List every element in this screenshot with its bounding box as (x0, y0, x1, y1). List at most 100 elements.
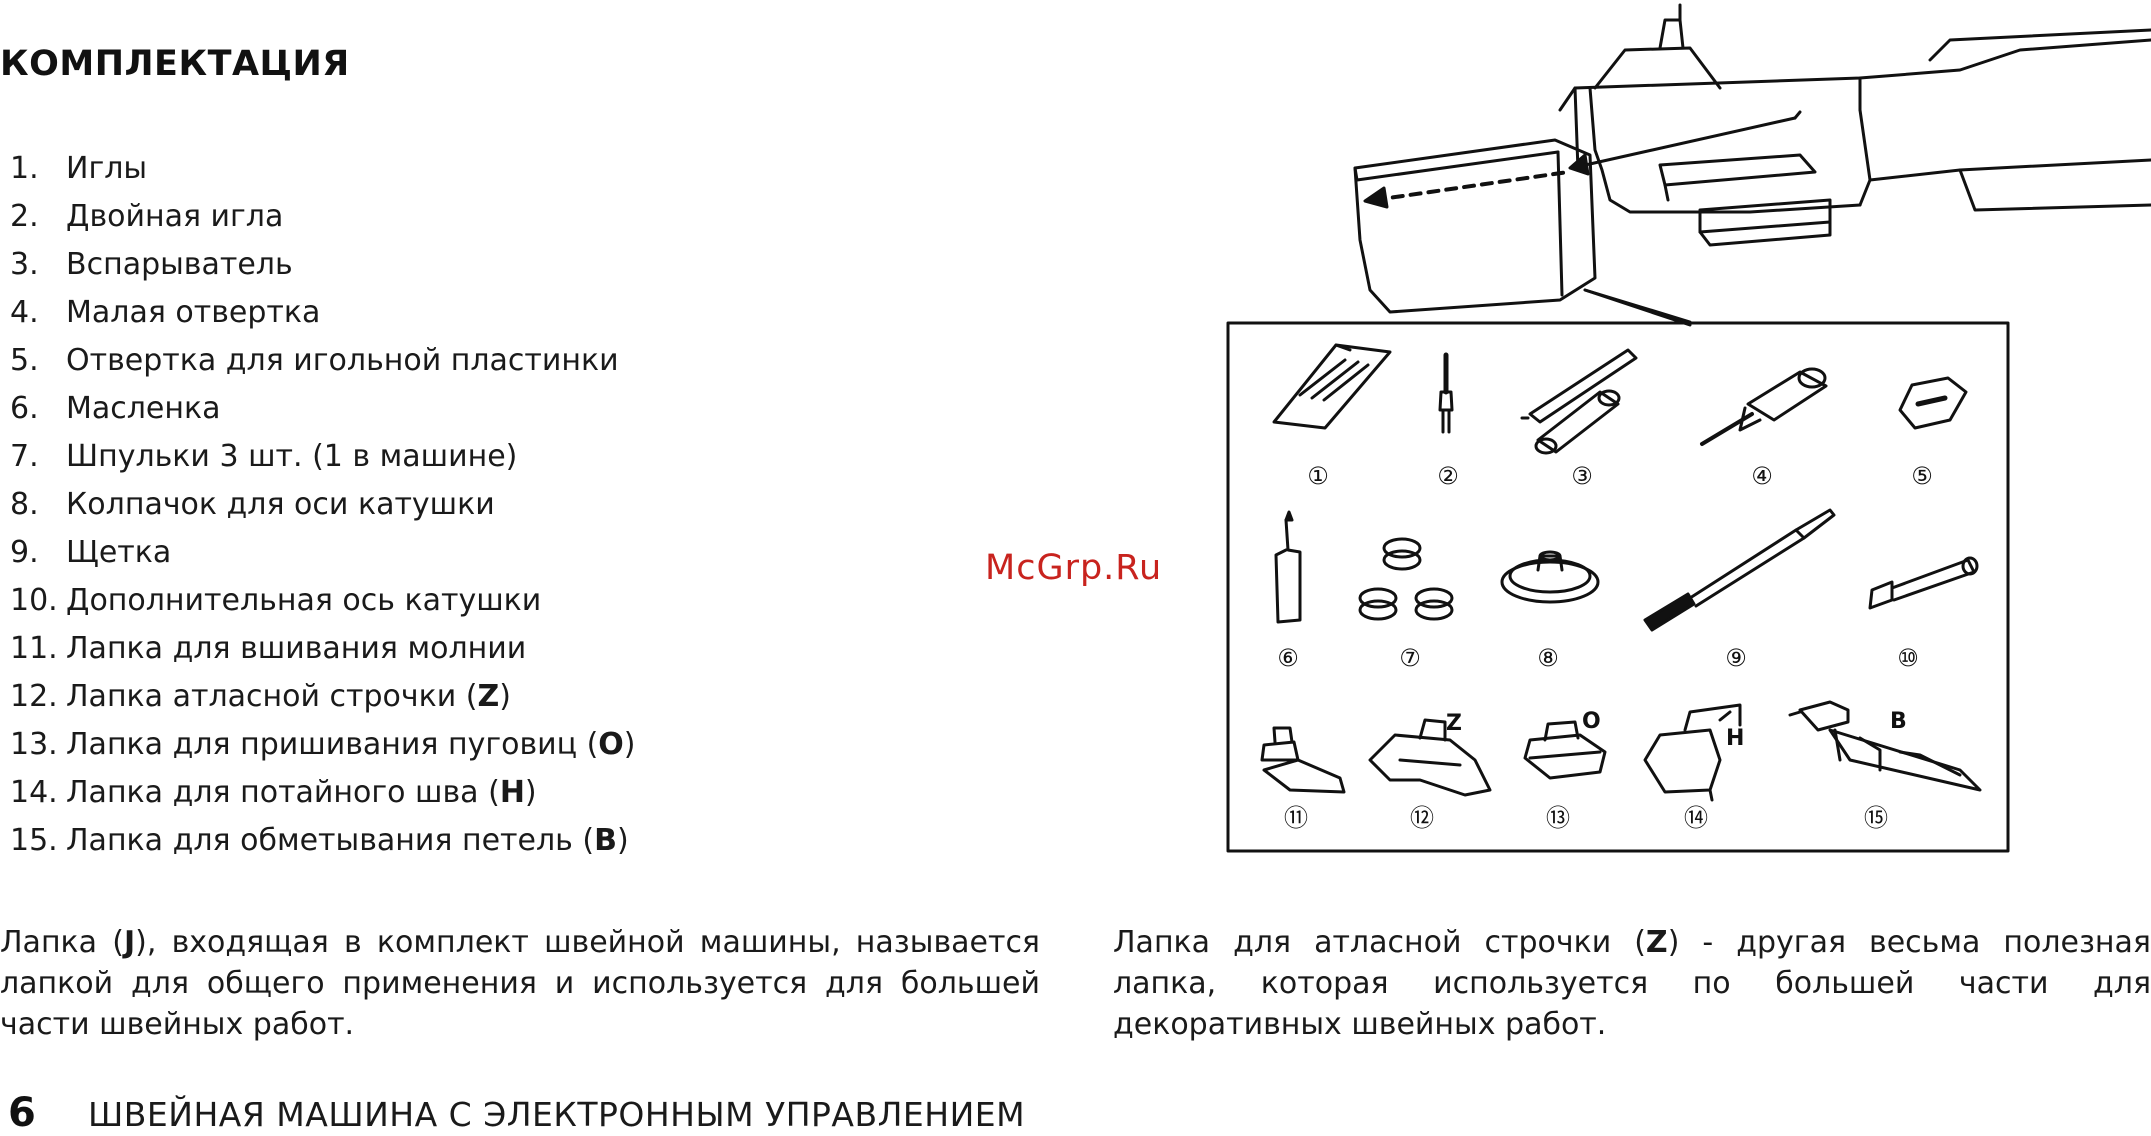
list-item-number: 2. (10, 199, 39, 234)
list-item-number: 14. (10, 775, 58, 810)
slide-arrow (1363, 110, 1802, 209)
callout-5: ⑤ (1911, 462, 1933, 490)
foot-letter-b: B (1890, 709, 1907, 734)
paragraph-satin-foot-z: Лапка для атласной строчки (Z) - другая … (1113, 922, 2151, 1045)
list-item-text: Шпульки 3 шт. (1 в машине) (66, 439, 518, 474)
spool-pin-drawing (1868, 556, 1979, 610)
contents-list: 1. Иглы 2. Двойная игла 3. Вспарыватель 4. Мала… (10, 145, 636, 865)
accessories-illustration: Z O H B ① ② ③ ④ ⑤ ⑥ ⑦ ⑧ ⑨ ⑩ ⑪ ⑫ ⑬ ⑭ ⑮ (1226, 3, 2151, 853)
callout-6: ⑥ (1277, 644, 1299, 672)
list-item-text: Отвертка для игольной пластинки (66, 343, 619, 378)
list-item-text: Лапка атласной строчки ( (66, 679, 478, 714)
foot-letter-o: O (1582, 709, 1601, 734)
sewing-machine-drawing (1353, 3, 2151, 314)
list-item-text: Колпачок для оси катушки (66, 487, 495, 522)
list-item-number: 3. (10, 247, 39, 282)
callout-14: ⑭ (1684, 804, 1708, 832)
list-item: 2. Двойная игла (10, 193, 636, 241)
list-item-text: Вспарыватель (66, 247, 293, 282)
list-item-number: 6. (10, 391, 39, 426)
list-item-text: Малая отвертка (66, 295, 321, 330)
page-title: КОМПЛЕКТАЦИЯ (0, 44, 350, 84)
footer-title: ШВЕЙНАЯ МАШИНА С ЭЛЕКТРОННЫМ УПРАВЛЕНИЕМ (88, 1095, 1026, 1134)
list-item: 14.Лапка для потайного шва (H) (10, 769, 636, 817)
zipper-foot-drawing (1260, 726, 1346, 794)
paragraph-left-pre: Лапка ( (0, 925, 124, 960)
callout-8: ⑧ (1537, 644, 1559, 672)
list-item: 9. Щетка (10, 529, 636, 577)
needles-drawing (1272, 343, 1392, 430)
blind-hem-foot-drawing (1643, 703, 1742, 802)
paragraph-left-letter: J (123, 925, 136, 960)
list-item-text: Щетка (66, 535, 172, 570)
list-item: 7. Шпульки 3 шт. (1 в машине) (10, 433, 636, 481)
list-item-text: Двойная игла (66, 199, 284, 234)
list-item-foot-letter: Z (477, 679, 500, 714)
callout-2: ② (1437, 462, 1459, 490)
seam-ripper-drawing (1520, 348, 1638, 455)
foot-letter-z: Z (1446, 711, 1462, 736)
oiler-drawing (1274, 510, 1302, 624)
callout-11: ⑪ (1284, 804, 1308, 832)
paragraph-right-pre: Лапка для атласной строчки ( (1113, 925, 1646, 960)
list-item-number: 8. (10, 487, 39, 522)
foot-letter-h: H (1726, 726, 1744, 751)
buttonhole-foot-drawing (1788, 700, 1982, 792)
small-screwdriver-drawing (1700, 367, 1828, 446)
list-item: 12.Лапка атласной строчки (Z) (10, 673, 636, 721)
list-item-number: 15. (10, 823, 58, 858)
button-foot-drawing (1523, 720, 1607, 780)
list-item-text: Лапка для вшивания молнии (66, 631, 527, 666)
list-item: 4. Малая отвертка (10, 289, 636, 337)
page-number: 6 (8, 1090, 36, 1136)
list-item-number: 11. (10, 631, 58, 666)
double-needle-drawing (1438, 352, 1454, 434)
list-item-number: 7. (10, 439, 39, 474)
callout-10: ⑩ (1897, 644, 1919, 672)
paragraph-right-letter: Z (1645, 925, 1668, 960)
list-item-number: 10. (10, 583, 58, 618)
list-item-number: 13. (10, 727, 58, 762)
list-item: 13.Лапка для пришивания пуговиц (O) (10, 721, 636, 769)
callout-15: ⑮ (1864, 804, 1888, 832)
callout-7: ⑦ (1399, 644, 1421, 672)
list-item-text: Дополнительная ось катушки (66, 583, 542, 618)
list-item: 8. Колпачок для оси катушки (10, 481, 636, 529)
list-item-suffix: ) (623, 727, 636, 762)
callout-4: ④ (1751, 462, 1773, 490)
list-item: 6. Масленка (10, 385, 636, 433)
callout-1: ① (1307, 462, 1329, 490)
list-item-text: Лапка для обметывания петель ( (66, 823, 595, 858)
satin-foot-drawing (1368, 718, 1492, 797)
list-item: 10.Дополнительная ось катушки (10, 577, 636, 625)
bobbins-drawing (1358, 537, 1454, 621)
list-item-text: Лапка для пришивания пуговиц ( (66, 727, 599, 762)
list-item-suffix: ) (616, 823, 629, 858)
spool-cap-drawing (1500, 550, 1600, 604)
list-item-suffix: ) (499, 679, 511, 714)
list-item: 11.Лапка для вшивания молнии (10, 625, 636, 673)
watermark: McGrp.Ru (985, 548, 1163, 588)
list-item: 5. Отвертка для игольной пластинки (10, 337, 636, 385)
paragraph-presser-foot-j: Лапка (J), входящая в комплект швейной м… (0, 922, 1040, 1045)
list-item-number: 4. (10, 295, 39, 330)
list-item-number: 5. (10, 343, 39, 378)
list-item-text: Масленка (66, 391, 221, 426)
list-item: 1. Иглы (10, 145, 636, 193)
list-item: 3. Вспарыватель (10, 241, 636, 289)
list-item-number: 1. (10, 151, 39, 186)
list-item-number: 9. (10, 535, 39, 570)
list-item-suffix: ) (524, 775, 537, 810)
list-item-text: Лапка для потайного шва ( (66, 775, 500, 810)
list-item-foot-letter: O (598, 727, 624, 762)
callout-12: ⑫ (1410, 804, 1434, 832)
callout-9: ⑨ (1725, 644, 1747, 672)
plate-screwdriver-drawing (1898, 376, 1968, 430)
paragraph-left-post: ), входящая в комплект швейной машины, н… (0, 925, 1040, 1042)
list-item-foot-letter: H (499, 775, 525, 810)
callout-3: ③ (1571, 462, 1593, 490)
brush-drawing (1643, 508, 1836, 632)
list-item-text: Иглы (66, 151, 148, 186)
callout-13: ⑬ (1546, 804, 1570, 832)
paragraph-right-post: ) - другая весьма полезная лапка, котора… (1113, 925, 2151, 1042)
